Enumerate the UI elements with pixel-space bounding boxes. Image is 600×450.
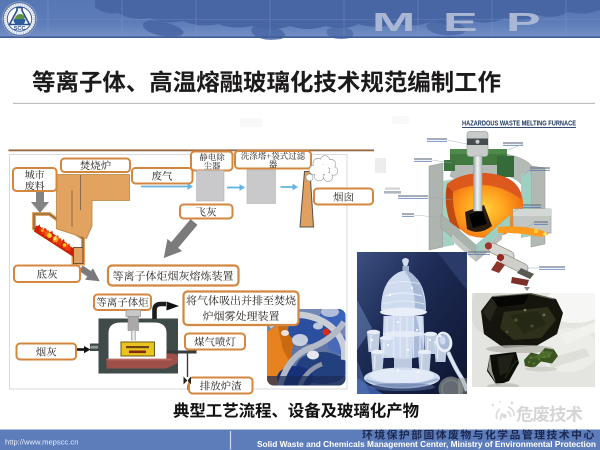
svg-text:http://www.mepscc.cn: http://www.mepscc.cn <box>5 437 78 446</box>
svg-text:HAZARDOUS WASTE MELTING FURNAC: HAZARDOUS WASTE MELTING FURNACE <box>462 121 576 128</box>
svg-text:E: E <box>443 8 478 37</box>
svg-text:SCC: SCC <box>14 26 26 32</box>
svg-text:Solid Waste and Chemicals Mana: Solid Waste and Chemicals Management Cen… <box>257 439 596 449</box>
svg-text:P: P <box>506 8 541 37</box>
svg-text:M: M <box>372 8 415 37</box>
